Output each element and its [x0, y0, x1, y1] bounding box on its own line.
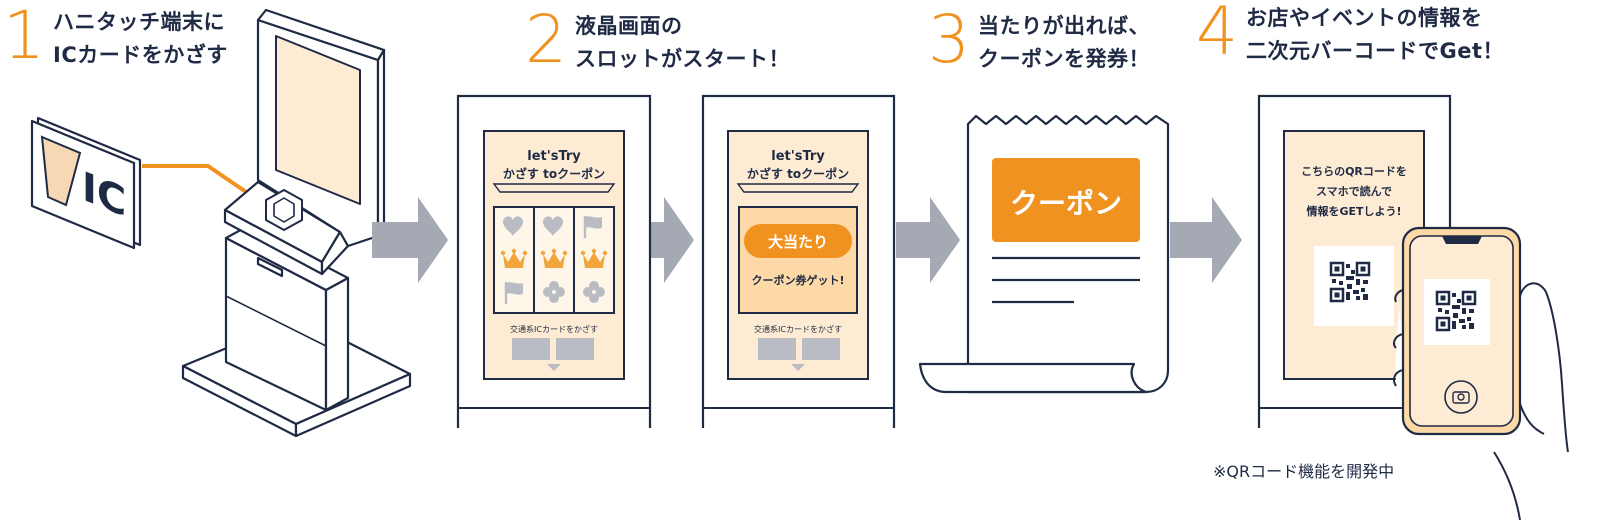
qr-instruction-line1: こちらのQRコードを [1301, 165, 1407, 178]
coupon-receipt: クーポン [918, 114, 1170, 394]
step-2-heading: 2 液晶画面の スロットがスタート！ [525, 1, 790, 78]
step-1-line1: ハニタッチ端末に [53, 10, 225, 34]
hand-outline [1393, 282, 1569, 521]
step-4-line2: 二次元バーコードでGet！ [1246, 39, 1505, 63]
step-2-line2: スロットがスタート！ [575, 47, 790, 71]
step-2-number: 2 [525, 1, 567, 78]
step-4-heading: 4 お店やイベントの情報を 二次元バーコードでGet！ [1196, 0, 1504, 68]
step-1-line2: ICカードをかざす [53, 43, 228, 67]
step-4-number: 4 [1196, 0, 1238, 70]
slot-title-line2: かざす toクーポン [503, 166, 605, 181]
step-3-number: 3 [928, 1, 970, 78]
step-4-line1: お店やイベントの情報を [1246, 6, 1483, 30]
win-title-line2: かざす toクーポン [747, 166, 849, 181]
win-badge: 大当たり [768, 233, 828, 251]
ic-card: IC [30, 116, 142, 250]
slot-kiosk: let'sTry かざす toクーポン 交通系ICカードをかざす [456, 94, 652, 428]
qr-instruction-line3: 情報をGETしよう! [1306, 204, 1401, 218]
flow-arrow-4 [1170, 197, 1242, 283]
flow-arrow-2 [651, 197, 694, 283]
coupon-label: クーポン [1010, 187, 1122, 220]
smartphone [1395, 226, 1561, 436]
step-3-line1: 当たりが出れば、 [978, 14, 1150, 38]
slot-footer-text: 交通系ICカードをかざす [510, 324, 598, 334]
camera-shutter-icon [1444, 380, 1478, 414]
slot-title-line1: let'sTry [527, 149, 581, 164]
step-3-heading: 3 当たりが出れば、 クーポンを発券！ [928, 1, 1150, 78]
step-1-number: 1 [3, 0, 45, 74]
flow-arrow-1 [372, 197, 448, 283]
phone-qr-code-icon [1434, 289, 1478, 333]
step-1-heading: 1 ハニタッチ端末に ICカードをかざす [3, 0, 228, 74]
coupon-badge [992, 158, 1140, 242]
qr-instruction-line2: スマホで読んで [1316, 184, 1392, 198]
step-3-line2: クーポンを発券！ [978, 47, 1150, 71]
qr-development-note: ※QRコード機能を開発中 [1213, 462, 1395, 481]
win-kiosk: let'sTry かざす toクーポン 大当たり クーポン券ゲット! 交通系IC… [701, 94, 896, 428]
win-title-line1: let'sTry [771, 149, 825, 164]
win-footer-text: 交通系ICカードをかざす [754, 324, 842, 334]
kiosk-terminal [181, 8, 412, 438]
flow-arrow-3 [896, 197, 960, 283]
step-2-line1: 液晶画面の [575, 14, 683, 38]
qr-code-icon [1328, 260, 1372, 304]
win-message: クーポン券ゲット! [751, 273, 844, 287]
